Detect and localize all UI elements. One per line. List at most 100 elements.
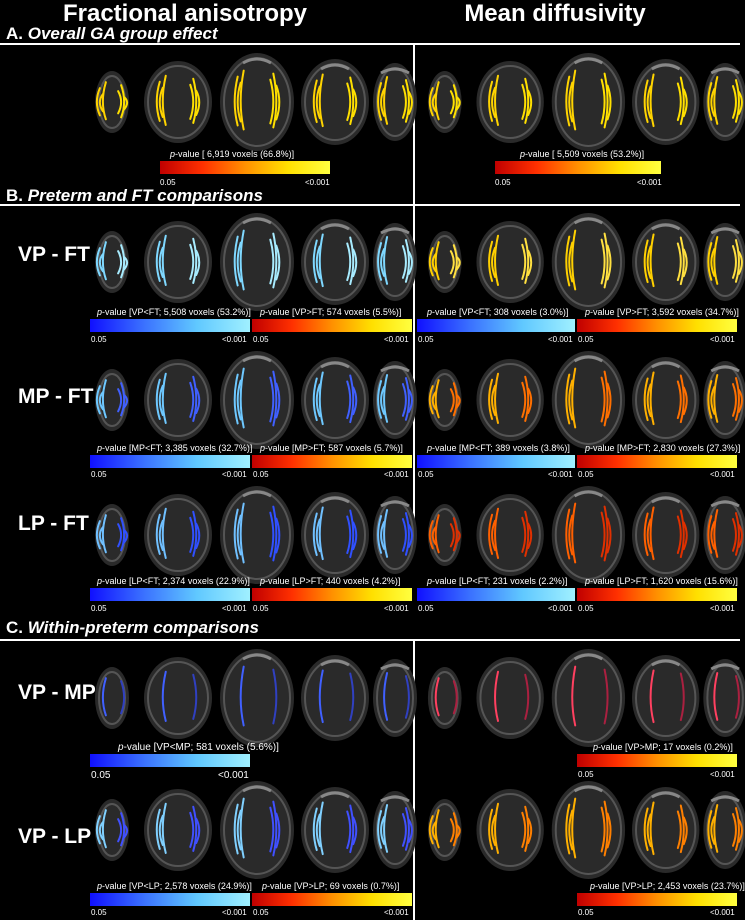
tract-highlight: [679, 509, 685, 559]
tract-highlight: [682, 816, 688, 846]
brain-slice: [551, 649, 626, 747]
tract-highlight: [527, 817, 533, 844]
tract-highlight: [524, 673, 530, 720]
brain-slice: [301, 219, 369, 305]
tract-highlight: [571, 502, 577, 564]
tick-low: 0.05: [418, 604, 434, 613]
tick-high: <0.001: [222, 470, 247, 479]
tick-low: 0.05: [91, 908, 107, 917]
tract-highlight: [352, 386, 358, 416]
tract-highlight: [455, 256, 461, 271]
tract-highlight: [233, 373, 239, 425]
tract-highlight: [707, 242, 713, 281]
tick-low: 0.05: [578, 470, 594, 479]
tract-highlight: [236, 514, 242, 556]
tract-highlight: [737, 91, 743, 115]
tract-highlight: [155, 513, 161, 555]
brain-slice: [144, 221, 212, 303]
tract-highlight: [120, 84, 126, 119]
tract-highlight: [377, 242, 383, 281]
tick-low: 0.05: [91, 604, 107, 613]
tract-highlight: [449, 818, 455, 843]
tick-low: 0.05: [91, 335, 107, 344]
brain-slice: [476, 221, 544, 303]
brain-slice: [551, 486, 626, 584]
tract-highlight: [679, 236, 685, 286]
brain-slice: [95, 369, 129, 431]
tract-highlight: [346, 242, 352, 282]
tick-high: <0.001: [305, 178, 330, 187]
brain-slice: [95, 231, 129, 293]
brain-slice: [632, 219, 700, 305]
tract-highlight: [189, 516, 195, 553]
tract-highlight: [404, 512, 410, 556]
tract-highlight: [600, 376, 606, 423]
tract-highlight: [117, 388, 123, 413]
tract-highlight: [117, 90, 123, 115]
tract-highlight: [449, 90, 455, 115]
brain-slice: [373, 791, 417, 869]
tract-highlight: [521, 811, 527, 848]
tract-highlight: [404, 79, 410, 123]
fa-lpft-slices: [95, 486, 417, 584]
tick-low: 0.05: [495, 178, 511, 187]
colorbar-cool: [417, 588, 575, 601]
brain-slice: [301, 492, 369, 578]
md-lpft-slices: [427, 486, 745, 584]
tract-highlight: [646, 85, 652, 120]
tract-highlight: [407, 524, 413, 548]
brain-slice: [373, 361, 417, 439]
tract-highlight: [377, 515, 383, 554]
colorbar-warm: [495, 161, 661, 174]
tract-highlight: [488, 80, 494, 122]
tract-highlight: [407, 251, 413, 275]
tract-highlight: [434, 379, 440, 419]
tract-highlight: [455, 96, 461, 111]
tract-highlight: [383, 672, 389, 721]
tract-highlight: [346, 82, 352, 122]
tract-highlight: [161, 372, 167, 424]
tract-highlight: [407, 91, 413, 115]
tract-highlight: [380, 248, 386, 277]
colorbar-warm: [577, 893, 737, 906]
row-label-vp-mp: VP - MP: [18, 681, 96, 704]
tract-highlight: [272, 668, 278, 725]
brain-slice: [144, 359, 212, 441]
brain-slice: [427, 231, 462, 293]
tract-highlight: [494, 507, 500, 559]
tract-highlight: [123, 394, 129, 409]
tract-highlight: [571, 797, 577, 859]
pvalue-label: p-value [VP>LP; 69 voxels (0.7%)]: [262, 881, 400, 891]
row-label-vp-lp: VP - LP: [18, 825, 92, 848]
tract-highlight: [239, 665, 245, 727]
tract-highlight: [734, 807, 740, 851]
tract-highlight: [710, 386, 716, 415]
tract-highlight: [380, 88, 386, 117]
pvalue-label: p-value [VP>FT; 574 voxels (5.5%)]: [260, 307, 402, 317]
pvalue-label: p-value [VP>LP; 2,453 voxels (23.7%)]: [590, 881, 745, 891]
tract-highlight: [161, 507, 167, 559]
colorbar-warm: [252, 893, 412, 906]
pvalue-label: p-value [MP<FT; 389 voxels (3.8%)]: [427, 443, 570, 453]
tract-highlight: [161, 234, 167, 286]
tract-highlight: [713, 672, 719, 721]
tract-highlight: [455, 394, 461, 409]
colorbar-warm: [252, 455, 412, 468]
brain-slice: [301, 787, 369, 873]
tract-highlight: [494, 234, 500, 286]
brain-slice: [632, 492, 700, 578]
brain-slice: [703, 63, 745, 141]
tract-highlight: [452, 382, 458, 417]
tract-highlight: [734, 79, 740, 123]
brain-slice: [632, 59, 700, 145]
tract-highlight: [123, 96, 129, 111]
row-label-vp-ft: VP - FT: [18, 243, 90, 266]
tract-highlight: [710, 521, 716, 550]
tract-highlight: [352, 521, 358, 551]
tract-highlight: [318, 669, 324, 724]
fa-vplp-slices: [95, 781, 417, 879]
section-b-label: B. Preterm and FT comparisons: [6, 186, 263, 205]
tract-highlight: [734, 239, 740, 283]
tract-highlight: [731, 85, 737, 119]
tract-highlight: [269, 806, 275, 853]
